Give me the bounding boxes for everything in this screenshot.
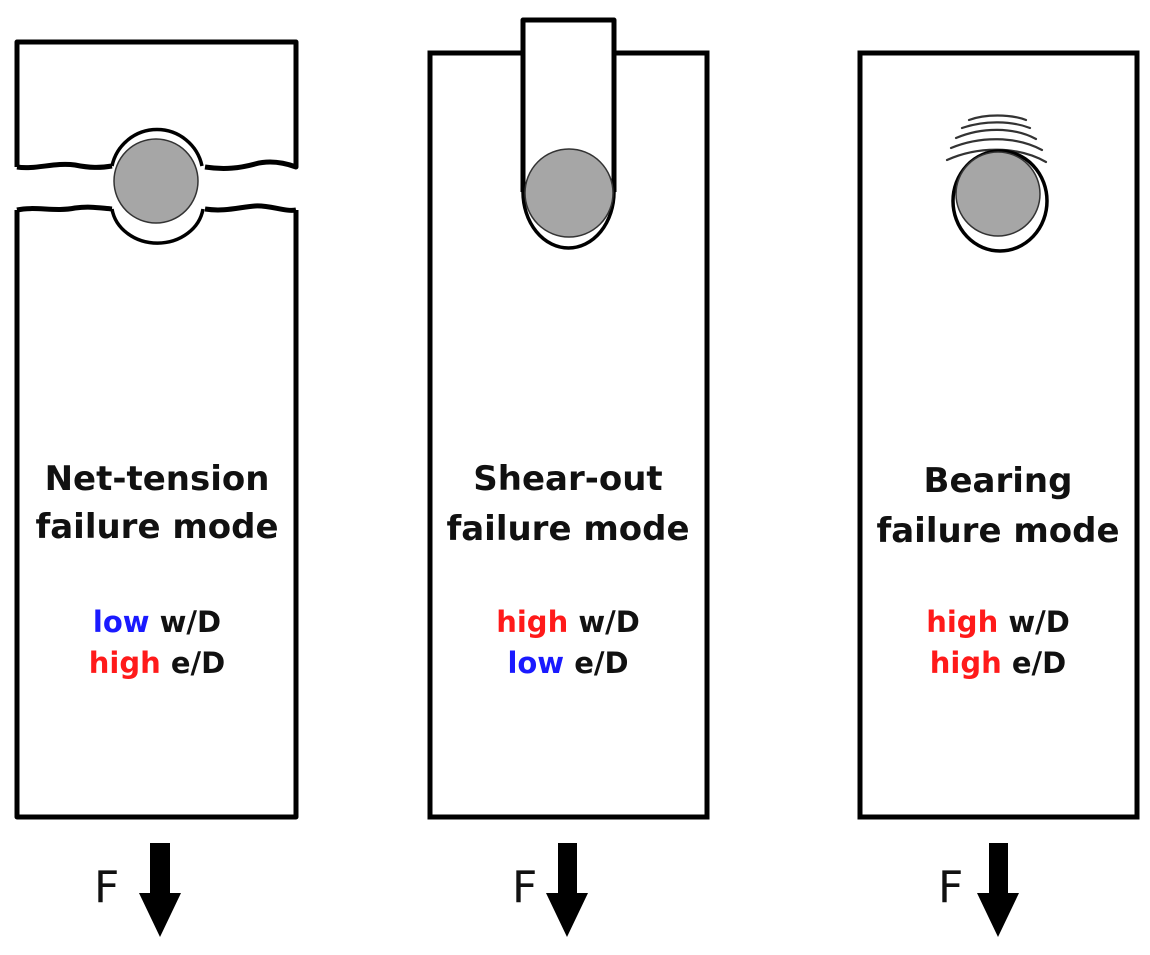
condition-param: w/D xyxy=(578,605,639,639)
condition-param: w/D xyxy=(160,605,221,639)
force-label: F xyxy=(94,862,119,913)
force-label: F xyxy=(938,862,963,913)
title-line1: Bearing xyxy=(924,461,1073,501)
force-arrow-down-icon xyxy=(977,843,1019,937)
force-label: F xyxy=(512,862,537,913)
condition-w-d: high w/D xyxy=(496,605,640,639)
condition-e-d: high e/D xyxy=(89,646,225,680)
condition-param: e/D xyxy=(574,646,628,680)
condition-level: low xyxy=(507,646,574,680)
stress-line xyxy=(960,121,1032,130)
condition-w-d: low w/D xyxy=(93,605,221,639)
condition-param: e/D xyxy=(171,646,225,680)
fracture-edge-upper-left xyxy=(16,161,113,171)
title-line2: failure mode xyxy=(35,507,278,547)
title-line1: Net-tension xyxy=(45,459,270,499)
title-line2: failure mode xyxy=(446,509,689,549)
condition-level: high xyxy=(930,646,1012,680)
title-line2: failure mode xyxy=(876,511,1119,551)
condition-level: low xyxy=(93,605,160,639)
hole-edge-lower xyxy=(110,208,205,245)
panel-shear-out: Shear-out failure mode high w/D low e/D … xyxy=(427,17,710,937)
panel-net-tension: Net-tension failure mode low w/D high e/… xyxy=(14,39,299,937)
pin xyxy=(955,151,1041,237)
stress-line xyxy=(954,128,1038,141)
condition-level: high xyxy=(496,605,578,639)
stress-line xyxy=(967,114,1028,122)
sheared-tongue xyxy=(520,17,617,192)
pin xyxy=(113,138,199,224)
condition-w-d: high w/D xyxy=(926,605,1070,639)
condition-param: w/D xyxy=(1008,605,1069,639)
pin xyxy=(524,148,614,238)
plate-lower-piece xyxy=(14,210,299,820)
force-arrow-down-icon xyxy=(546,843,588,937)
fracture-edge-lower-right xyxy=(204,203,297,213)
title-line1: Shear-out xyxy=(473,459,662,499)
panel-bearing: Bearing failure mode high w/D high e/D F xyxy=(857,50,1140,937)
condition-param: e/D xyxy=(1012,646,1066,680)
hole-edge-lower xyxy=(521,191,616,250)
stress-line xyxy=(949,138,1044,152)
condition-e-d: high e/D xyxy=(930,646,1066,680)
hole-edge-upper xyxy=(110,127,204,167)
plate-upper-piece xyxy=(14,39,299,171)
condition-level: high xyxy=(89,646,171,680)
condition-e-d: low e/D xyxy=(507,646,628,680)
condition-level: high xyxy=(926,605,1008,639)
force-arrow-down-icon xyxy=(139,843,181,937)
fracture-edge-lower-left xyxy=(16,204,113,213)
